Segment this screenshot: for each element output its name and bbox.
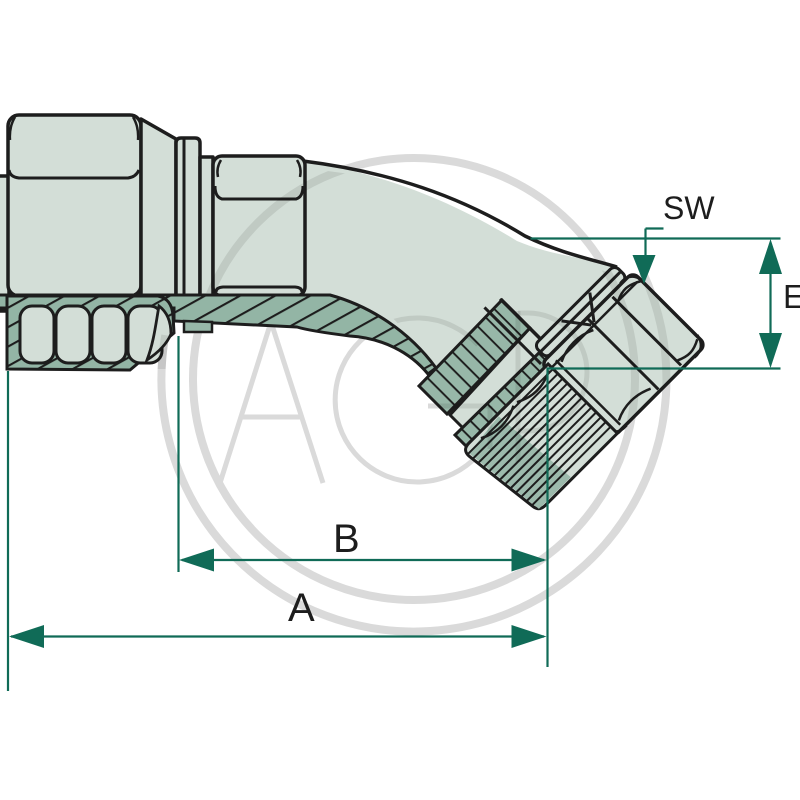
- svg-text:SW: SW: [663, 190, 715, 226]
- svg-text:A: A: [288, 586, 315, 630]
- svg-text:B: B: [333, 517, 360, 561]
- svg-text:E: E: [783, 278, 800, 315]
